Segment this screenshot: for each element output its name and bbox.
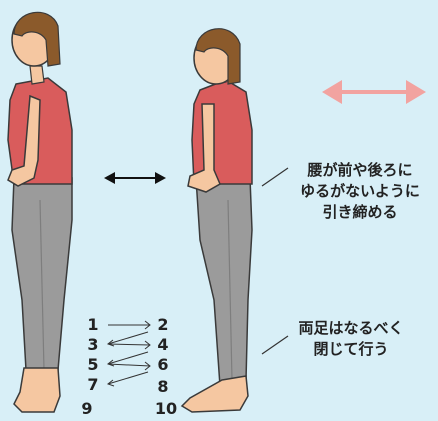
left-figure-feet xyxy=(14,368,60,412)
waist-caption-line-3: 引き締める xyxy=(288,202,432,223)
right-tiptoe-figure xyxy=(182,29,252,412)
count-label-3: 3 xyxy=(82,336,104,354)
count-label-5: 5 xyxy=(82,356,104,374)
feet-caption-line-1: 両足はなるべく xyxy=(276,318,426,339)
count-label-6: 6 xyxy=(152,356,174,374)
waist-caption-line-2: ゆるがないように xyxy=(288,181,432,202)
waist-caption: 腰が前や後ろに ゆるがないように 引き締める xyxy=(288,160,432,223)
left-standing-figure xyxy=(8,12,72,412)
waist-caption-leader xyxy=(262,168,288,186)
right-figure-shirt xyxy=(192,80,252,184)
pink-double-arrow xyxy=(322,80,426,104)
count-label-8: 8 xyxy=(152,378,174,396)
black-double-arrow xyxy=(104,172,166,184)
count-label-4: 4 xyxy=(152,336,174,354)
count-label-9: 9 xyxy=(76,400,98,418)
feet-caption: 両足はなるべく 閉じて行う xyxy=(276,318,426,360)
right-figure-feet xyxy=(182,376,248,412)
right-figure-pants xyxy=(196,178,252,386)
count-label-2: 2 xyxy=(152,316,174,334)
feet-caption-line-2: 閉じて行う xyxy=(276,339,426,360)
count-label-1: 1 xyxy=(82,316,104,334)
count-label-10: 10 xyxy=(152,400,180,418)
count-arrows xyxy=(108,321,150,386)
count-label-7: 7 xyxy=(82,376,104,394)
waist-caption-line-1: 腰が前や後ろに xyxy=(288,160,432,181)
